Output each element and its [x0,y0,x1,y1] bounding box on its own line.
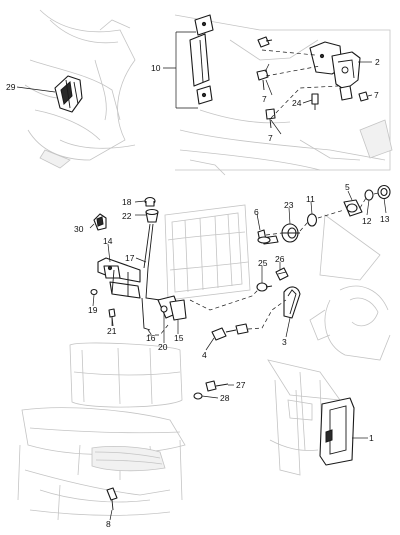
part-7-screw-right [358,91,369,102]
callout-21: 21 [107,326,117,336]
leader-lines [16,61,387,521]
part-1-panel [319,397,355,466]
top-right-inset [174,14,393,176]
part-15-bracket [169,299,187,321]
callout-7-a: 7 [262,94,267,104]
part-8-screw [106,487,118,511]
part-2-latch [309,41,361,101]
part-5-bumper [343,199,363,217]
callout-12: 12 [362,216,372,226]
part-27-bolt [205,380,229,392]
callout-18: 18 [122,197,132,207]
part-7-screw-low [265,108,276,129]
part-11-washer [306,213,318,227]
callout-22: 22 [122,211,132,221]
part-26-clip [275,267,289,281]
part-6-striker [257,229,279,245]
callout-20: 20 [158,342,168,352]
callout-11: 11 [306,194,315,204]
callout-24: 24 [292,98,302,108]
part-4-cable [211,323,249,341]
part-18-cap [144,196,156,207]
part-10-hinge [189,14,214,105]
part-24-pin [311,93,319,110]
callout-14: 14 [103,236,113,246]
callout-16: 16 [146,333,156,343]
part-23-grommet [281,223,300,243]
callout-5: 5 [345,182,350,192]
callout-19: 19 [88,305,98,315]
callout-29: 29 [6,82,16,92]
callout-2: 2 [375,57,380,67]
part-3-strip [283,286,301,319]
callout-26: 26 [275,254,285,264]
part-21-screw [108,308,116,327]
callout-7-c: 7 [374,90,379,100]
seatback-frame-ghost [164,204,251,301]
callout-8: 8 [106,519,111,529]
part-7-screw-top [257,36,273,48]
callout-23: 23 [284,200,294,210]
part-29-bracket [54,75,83,113]
bottom-right-ghost [267,359,341,476]
callout-6: 6 [254,207,259,217]
callout-17: 17 [125,253,135,263]
part-30-clip [93,213,107,231]
part-28-washer [193,392,203,400]
rear-seat-ghost [17,342,186,521]
callout-30: 30 [74,224,84,234]
callout-7-b: 7 [268,133,273,143]
top-left-inset [24,9,136,169]
callout-labels: 1 2 3 4 5 6 7 7 7 8 10 11 12 13 14 15 16… [6,57,390,529]
part-14-lock [97,257,141,299]
part-22-bushing [145,208,159,223]
callout-28: 28 [220,393,230,403]
callout-10: 10 [151,63,161,73]
callout-1: 1 [369,433,374,443]
callout-4: 4 [202,350,207,360]
part-16-link [141,297,151,331]
part-25-bolt [256,282,273,292]
callout-13: 13 [380,214,390,224]
callout-3: 3 [282,337,287,347]
part-12-washer [364,189,374,201]
part-13-cap [377,184,391,200]
part-7-screw-mid [256,69,269,91]
callout-27: 27 [236,380,246,390]
callout-25: 25 [258,258,268,268]
part-19-bolt [90,288,98,296]
quarter-panel-ghost [309,214,391,361]
callout-15: 15 [174,333,184,343]
